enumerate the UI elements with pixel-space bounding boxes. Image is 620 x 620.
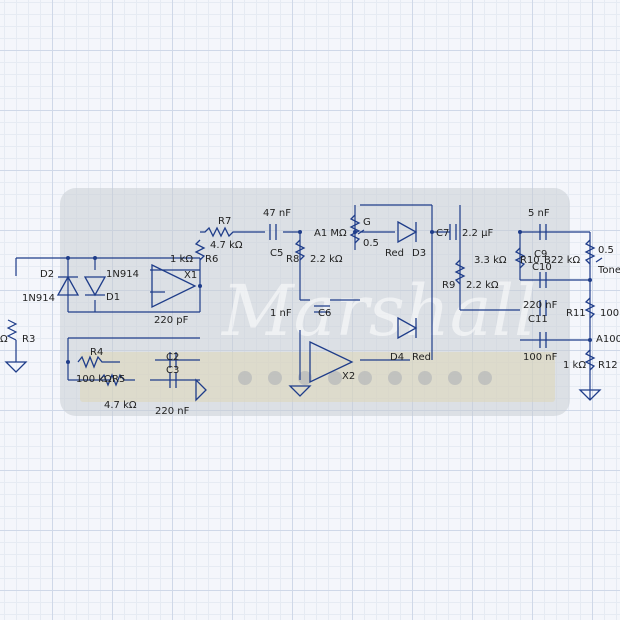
label-c6-val: 1 nF (270, 308, 292, 319)
label-c2: C2 (166, 352, 179, 363)
label-r4-val: 100 kΩ (76, 374, 112, 385)
label-r5-val: 4.7 kΩ (104, 400, 137, 411)
label-r5: R5 (112, 374, 125, 385)
label-x2: X2 (342, 371, 355, 382)
label-r7: R7 (218, 216, 231, 227)
label-r6: R6 (205, 254, 218, 265)
label-c3-val: 220 nF (155, 406, 190, 417)
label-g: G (363, 217, 371, 228)
label-d4: D4 (390, 352, 404, 363)
label-c11-val: 220 nF (523, 300, 558, 311)
label-c5: C5 (270, 248, 283, 259)
label-r3-sym: Ω (0, 334, 8, 345)
label-a1: A1 MΩ (314, 228, 347, 239)
tone-stage (432, 205, 603, 401)
label-c9: C9 (534, 249, 547, 260)
label-r8: R8 (286, 254, 299, 265)
label-r11: R11 (566, 308, 586, 319)
label-b22: B22 kΩ (544, 255, 581, 266)
label-r10: R10 (520, 255, 540, 266)
label-r12-val: 1 kΩ (563, 360, 586, 371)
label-d2: D2 (40, 269, 54, 280)
label-r4: R4 (90, 347, 103, 358)
label-c9-val: 5 nF (528, 208, 550, 219)
label-c5-val: 47 nF (263, 208, 291, 219)
label-x1: X1 (184, 270, 197, 281)
component-labels: D2 1N914 1N914 D1 Ω R3 R7 4.7 kΩ 1 kΩ R6… (0, 208, 620, 417)
label-c6: C6 (318, 308, 331, 319)
label-r10-val: 3.3 kΩ (474, 255, 507, 266)
label-r11-val: 100 (600, 308, 619, 319)
input-stage (4, 226, 240, 402)
label-c7-val: 2.2 µF (462, 228, 493, 239)
label-tone: Tone (597, 265, 620, 276)
label-d1-part: 1N914 (22, 293, 55, 304)
label-pot-pos: 0.5 (363, 238, 379, 249)
amp-logo-text: Marshall (220, 270, 536, 352)
label-c11: C11 (528, 314, 548, 325)
label-r12: R12 (598, 360, 618, 371)
label-r6-val: 1 kΩ (170, 254, 193, 265)
label-c10: C10 (532, 262, 552, 273)
label-tone-pos: 0.5 (598, 245, 614, 256)
label-c2-val: 220 pF (154, 315, 189, 326)
label-r8-val: 2.2 kΩ (310, 254, 343, 265)
label-a100: A100 (596, 334, 620, 345)
label-d3: D3 (412, 248, 426, 259)
label-c3: C3 (166, 365, 179, 376)
label-d4-color: Red (412, 352, 431, 363)
label-d3-color: Red (385, 248, 404, 259)
label-r9: R9 (442, 280, 455, 291)
amp-head-background: Marshall (60, 188, 570, 416)
label-r9-val: 2.2 kΩ (466, 280, 499, 291)
label-d2-part: 1N914 (106, 269, 139, 280)
label-d1: D1 (106, 292, 120, 303)
label-r7-val: 4.7 kΩ (210, 240, 243, 251)
label-r3: R3 (22, 334, 35, 345)
gain-stage (240, 204, 434, 397)
label-c12-val: 100 nF (523, 352, 558, 363)
label-c7: C7 (436, 228, 449, 239)
